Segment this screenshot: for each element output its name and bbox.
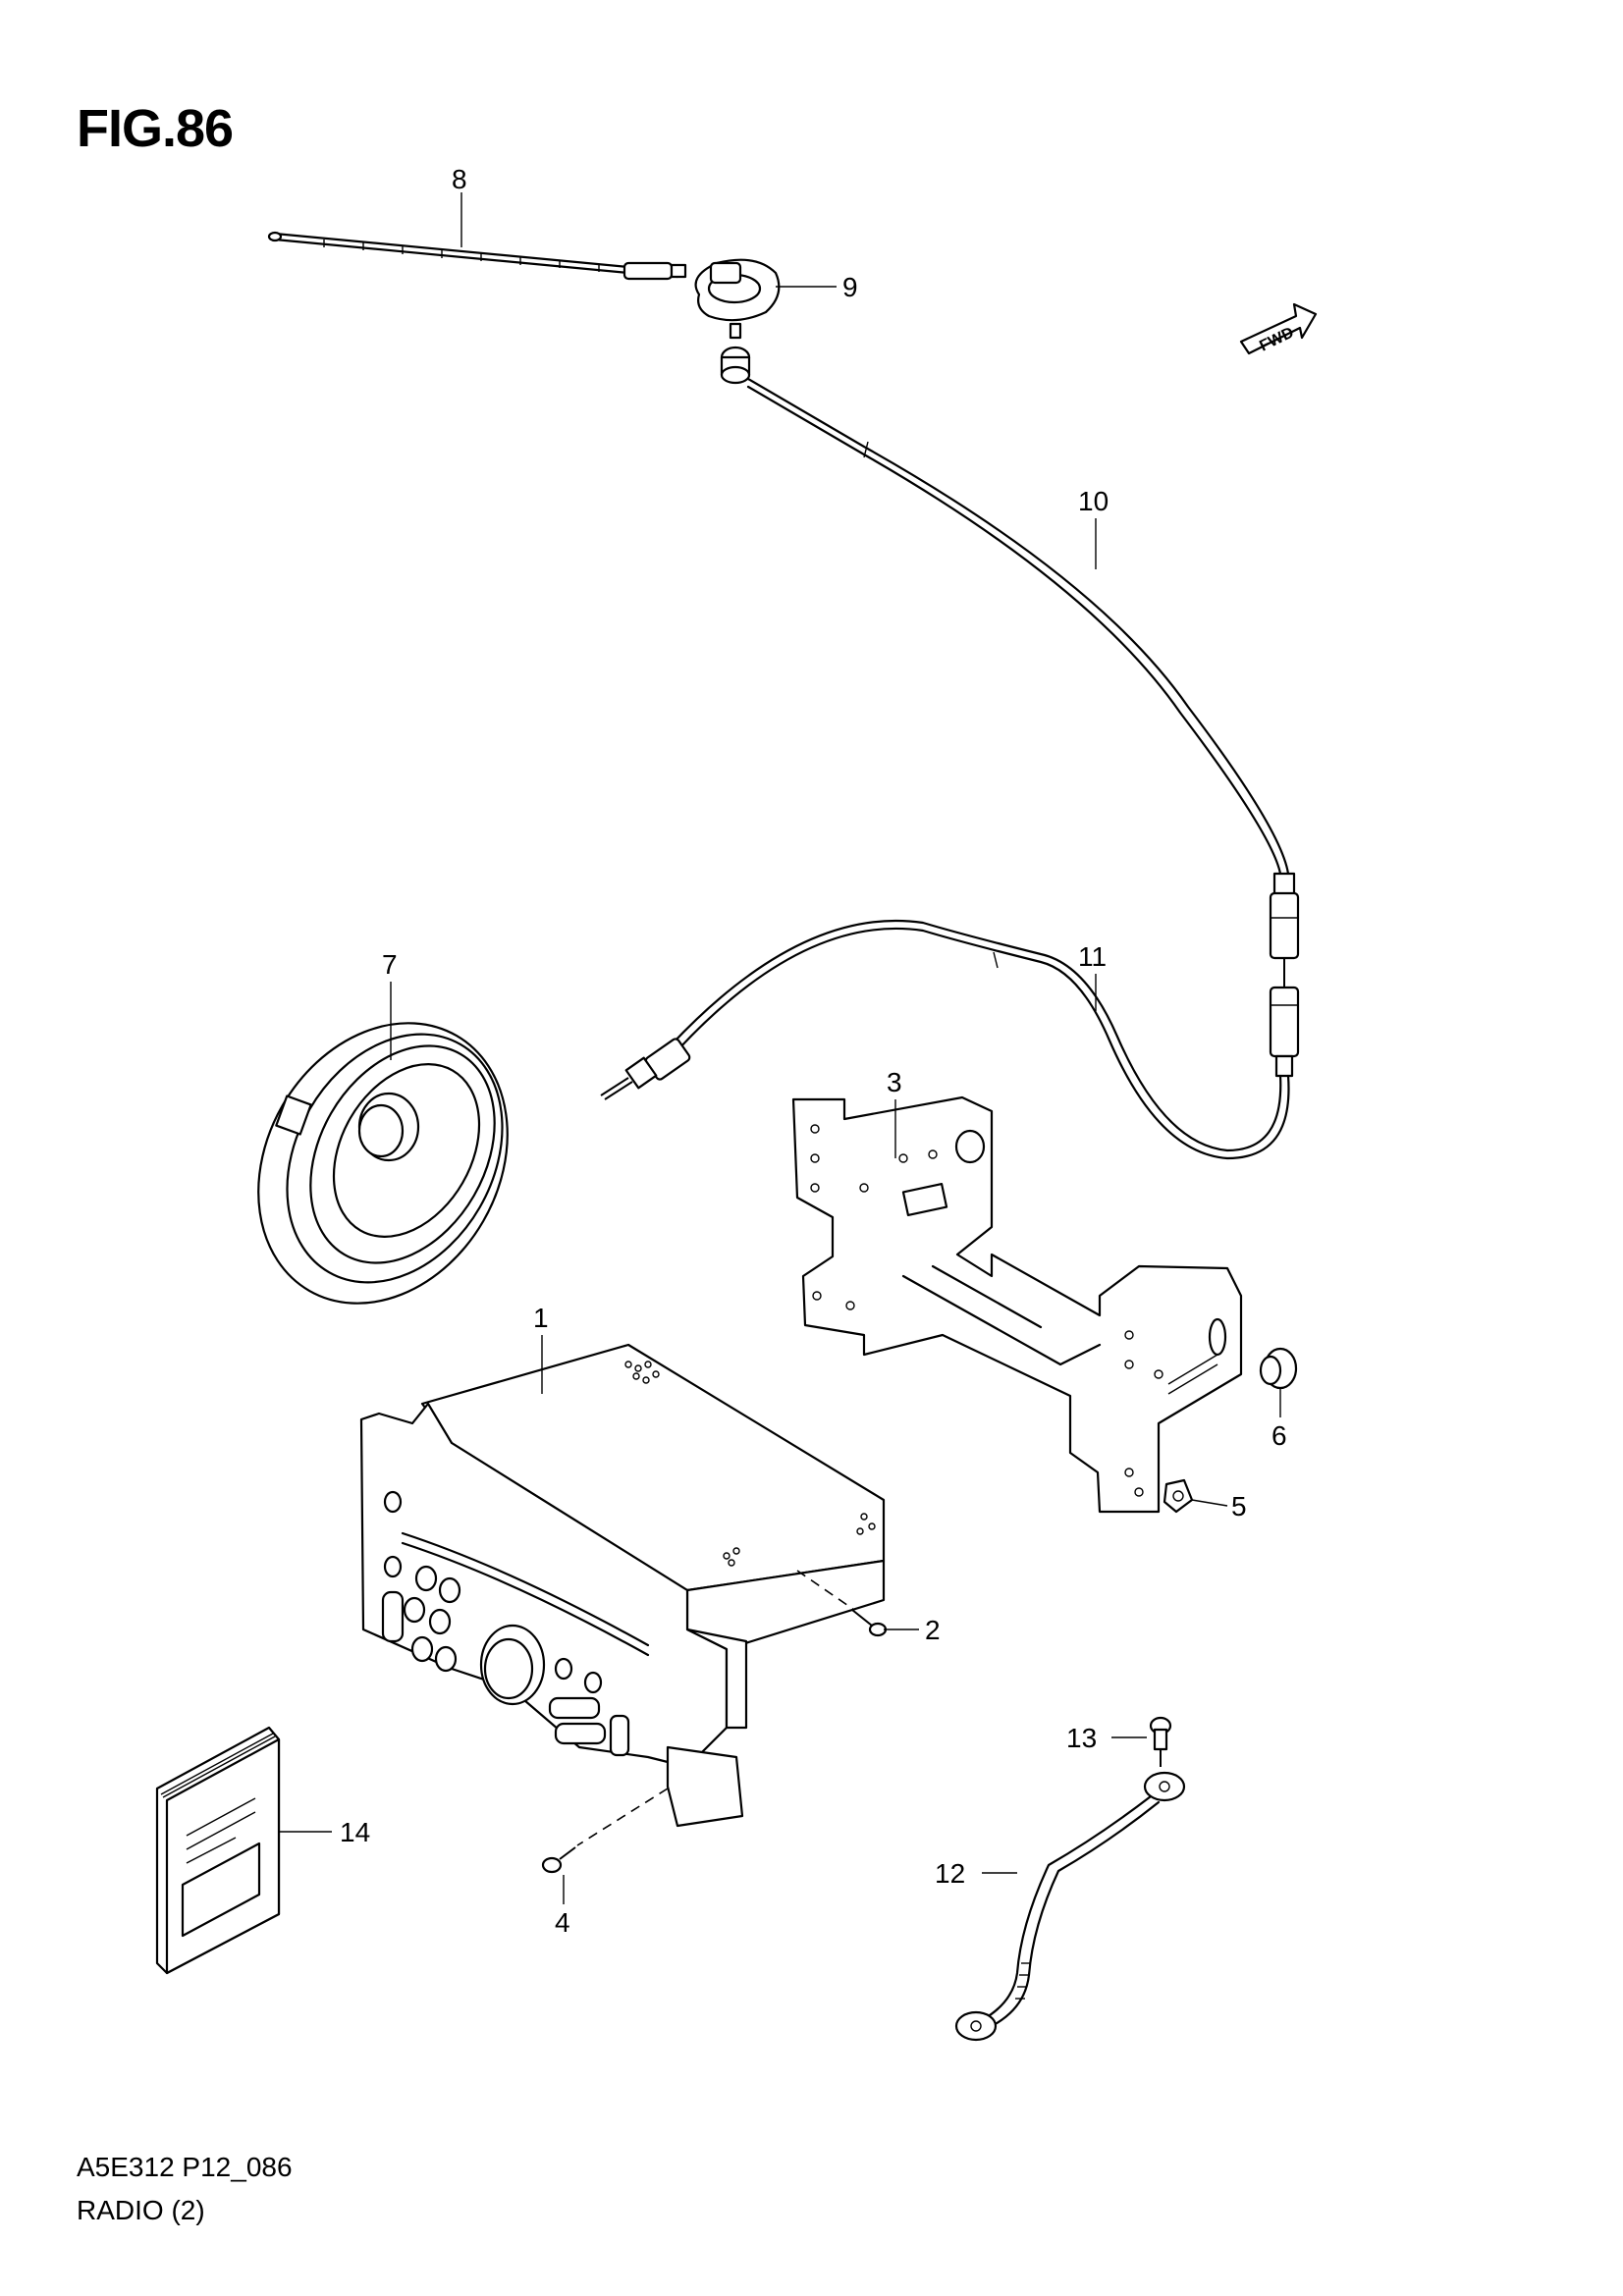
leader-5 — [1191, 1499, 1228, 1507]
figure-title: FIG.86 — [77, 99, 234, 158]
callout-11[interactable]: 11 — [1078, 941, 1107, 972]
speaker-part[interactable] — [209, 978, 557, 1349]
mounting-bracket-part[interactable] — [791, 1095, 1243, 1514]
callout-10[interactable]: 10 — [1078, 486, 1109, 516]
callout-5[interactable]: 5 — [1231, 1491, 1247, 1522]
callout-6[interactable]: 6 — [1271, 1420, 1287, 1451]
callout-9[interactable]: 9 — [842, 272, 858, 302]
figure-code: A5E312 P12_086 — [77, 2152, 293, 2182]
extension-cable-part[interactable] — [600, 919, 1300, 1160]
callout-1[interactable]: 1 — [533, 1303, 549, 1333]
fwd-direction-arrow: FWD — [1239, 302, 1318, 355]
nut-clip-part[interactable] — [1163, 1478, 1194, 1514]
callout-2[interactable]: 2 — [925, 1615, 941, 1645]
figure-name: RADIO (2) — [77, 2195, 205, 2225]
callout-7[interactable]: 7 — [382, 949, 398, 980]
screw-4-part[interactable] — [541, 1788, 669, 1874]
antenna-base-part[interactable] — [694, 258, 781, 385]
ground-strap-part[interactable] — [954, 1771, 1186, 2042]
callout-12[interactable]: 12 — [935, 1858, 965, 1889]
callout-8[interactable]: 8 — [452, 164, 467, 194]
antenna-cable-part[interactable] — [746, 377, 1300, 988]
radio-head-unit-part[interactable] — [359, 1343, 886, 1828]
callout-3[interactable]: 3 — [887, 1067, 902, 1097]
bushing-part[interactable] — [1259, 1347, 1298, 1390]
owner-manual-part[interactable] — [155, 1726, 281, 1975]
bolt-13-part[interactable] — [1149, 1716, 1172, 1767]
antenna-rod-part[interactable] — [267, 231, 687, 281]
callout-labels: 8 9 10 11 7 3 6 5 1 2 4 13 12 14 — [340, 164, 1287, 1938]
callout-4[interactable]: 4 — [555, 1907, 570, 1938]
callout-13[interactable]: 13 — [1066, 1723, 1097, 1753]
leader-lines — [279, 192, 1281, 1904]
callout-14[interactable]: 14 — [340, 1817, 370, 1847]
